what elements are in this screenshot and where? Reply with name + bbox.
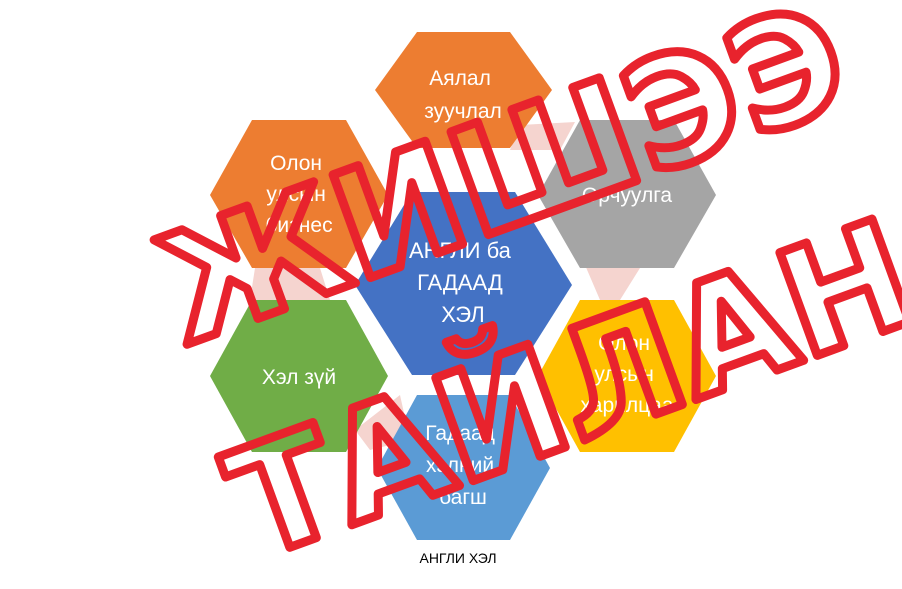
hexagon-center-shape [355,192,572,375]
svg-text:Олон улсын харилца: Олон улсын харилцаа [581,332,674,417]
connector-travel-translation [510,122,575,150]
svg-text:Олон улсын бизнес: Олон улсын бизнес [265,152,332,237]
hexagon-business-line-3: бизнес [265,214,332,237]
hexagon-center: АНГЛИ ба ГАДААД ХЭЛ [355,192,572,375]
hexagon-linguistics-line-1: Хэл зүй [262,366,336,389]
hexagon-business: Олон улсын бизнес [210,120,388,268]
hexagon-travel-line-1: Аялал [429,67,491,90]
hexagon-translation: Орчуулга [538,120,716,268]
diagram-caption: АНГЛИ ХЭЛ [419,550,496,566]
connector-translation-relations [585,265,640,300]
hexagon-travel-shape [375,32,552,148]
hexagon-center-line-3: ХЭЛ [441,302,484,327]
svg-text:Аялал зуучлал: Аялал зуучлал [424,67,502,123]
svg-text:АНГЛИ ба ГАДААД ХЭ: АНГЛИ ба ГАДААД ХЭЛ [409,238,517,327]
hexagon-travel-line-2: зуучлал [424,100,502,123]
hexagon-translation-line-1: Орчуулга [582,184,672,207]
svg-text:Орчуулга: Орчуулга [582,184,672,207]
hexagon-center-line-1: АНГЛИ ба [409,238,512,263]
hexagon-relations-line-1: Олон [598,332,650,355]
hexagon-teacher-line-1: Гадаад [425,422,495,445]
hexagon-teacher-shape [377,395,550,540]
hexagon-relations-line-3: харилцаа [581,394,674,417]
hexagon-business-line-2: улсын [266,183,325,206]
svg-text:Хэл зүй: Хэл зүй [262,366,336,389]
connectors [250,122,640,450]
hexagon-relations-line-2: улсын [594,363,653,386]
hexagon-teacher: Гадаад хэлний багш [377,395,550,540]
hexagon-relations: Олон улсын харилцаа [538,300,716,452]
hexagon-teacher-line-2: хэлний [426,454,494,477]
hexagon-center-line-2: ГАДААД [417,270,503,295]
connector-business-linguistics [250,268,330,300]
hexagon-business-line-1: Олон [270,152,322,175]
hexagon-teacher-line-3: багш [439,486,487,509]
hexagon-translation-shape [538,120,716,268]
svg-text:Гадаад хэлний багш: Гадаад хэлний багш [425,422,501,509]
hexagon-linguistics-shape [210,300,388,452]
hexagon-relations-shape [538,300,716,452]
hexagon-business-shape [210,120,388,268]
hexagon-travel: Аялал зуучлал [375,32,552,148]
hexagon-linguistics: Хэл зүй [210,300,388,452]
